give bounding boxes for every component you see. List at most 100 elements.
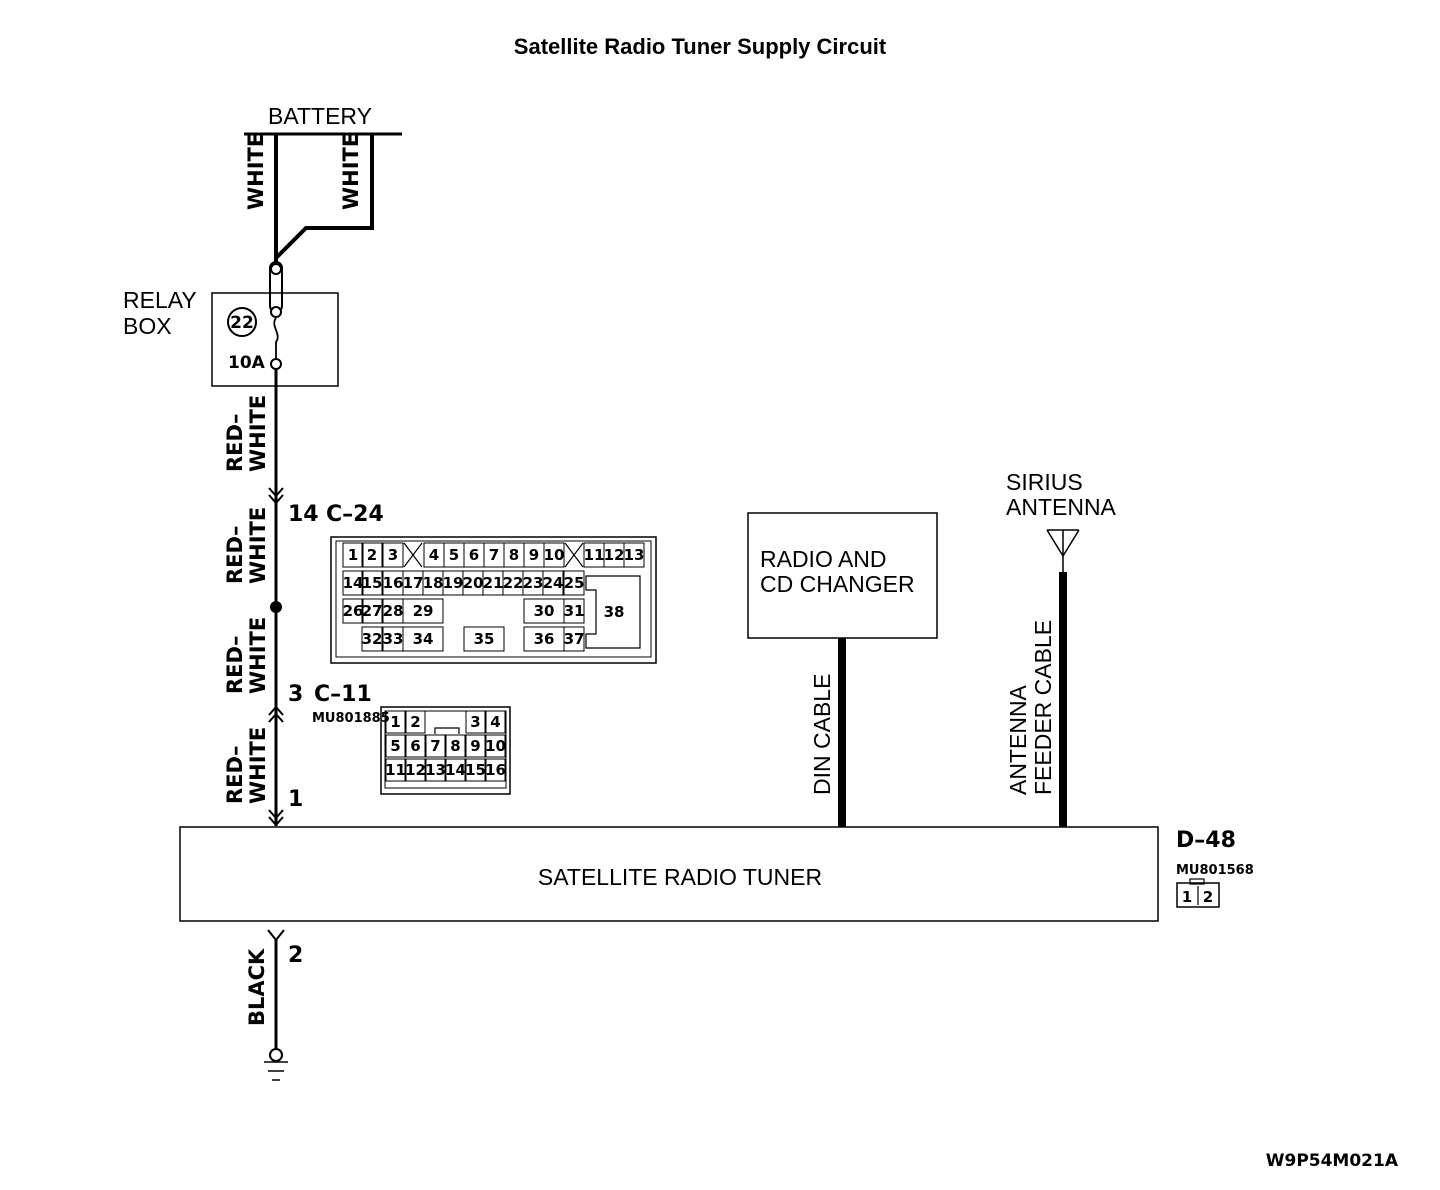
d48-connector-id: D–48 (1176, 828, 1236, 853)
fuse-terminal (270, 358, 282, 370)
c24-pin-21: 21 (483, 574, 504, 592)
antenna-label-line1: SIRIUS (1006, 469, 1083, 495)
c11-pin-1-cell (385, 710, 406, 734)
din-cable-label: DIN CABLE (809, 674, 835, 795)
c24-pin-13: 13 (624, 546, 645, 564)
c24-connector-id: C–24 (326, 502, 384, 527)
c24-pin-34-cell (402, 626, 444, 652)
antenna-icon (1046, 529, 1080, 572)
fuse-rating: 10A (228, 353, 266, 373)
c11-pin-12: 12 (405, 761, 426, 779)
c11-pin-7-cell (425, 734, 446, 758)
antenna-feeder-label-1: ANTENNA (1005, 684, 1031, 795)
diagram-title: Satellite Radio Tuner Supply Circuit (514, 34, 887, 59)
c24-pin-6: 6 (469, 546, 479, 564)
svg-text:RED–: RED– (223, 526, 247, 584)
c24-pin-32: 32 (362, 630, 383, 648)
wire-color-seg4: RED– WHITE (223, 727, 270, 804)
c24-pin-25: 25 (564, 574, 585, 592)
connector-symbol-c24-b (268, 494, 284, 505)
d48-pin-1: 1 (1182, 888, 1192, 906)
c24-pin-27-cell (361, 598, 383, 624)
c24-pin-17: 17 (403, 574, 424, 592)
c11-pin-14-cell (445, 758, 466, 782)
c24-pin-22: 22 (503, 574, 524, 592)
c24-pin-36: 36 (534, 630, 555, 648)
fuse-number-circle (227, 307, 257, 337)
c11-pin-15-cell (465, 758, 486, 782)
c24-pin-2-cell (361, 542, 383, 568)
c11-pin-4-cell (485, 710, 506, 734)
c11-connector-id: C–11 (314, 682, 372, 707)
c11-part-number: MU801885 (312, 711, 390, 726)
c11-pin-11-cell (385, 758, 406, 782)
c24-pin-26: 26 (343, 602, 364, 620)
svg-text:RED–: RED– (223, 414, 247, 472)
tuner-pin-2: 2 (288, 943, 303, 968)
c11-pin-1: 1 (390, 713, 400, 731)
c24-pin-7: 7 (489, 546, 499, 564)
c11-pin-5: 5 (390, 737, 400, 755)
c24-pin-26-cell (342, 598, 364, 624)
c11-pin-6-cell (405, 734, 426, 758)
c24-pin-18: 18 (423, 574, 444, 592)
splice-junction (270, 601, 282, 613)
wire-color-black: BLACK (245, 948, 269, 1026)
c11-pin-8-cell (445, 734, 466, 758)
c11-pin-15: 15 (465, 761, 486, 779)
c24-pin-3-cell (382, 542, 404, 568)
ground-symbol (264, 1048, 288, 1081)
radio-label-line2: CD CHANGER (760, 571, 915, 597)
svg-text:RED–: RED– (223, 746, 247, 804)
d48-part-number: MU801568 (1176, 863, 1254, 878)
c11-pin-11: 11 (385, 761, 406, 779)
connector-symbol-c24-a (268, 487, 284, 498)
c24-pin-31-cell (563, 598, 585, 624)
radio-label-line1: RADIO AND (760, 546, 887, 572)
c24-pin-10: 10 (544, 546, 565, 564)
c11-pin-2-cell (405, 710, 426, 734)
c11-pin-5-cell (385, 734, 406, 758)
c11-pin-13: 13 (425, 761, 446, 779)
c24-pin-2: 2 (367, 546, 377, 564)
c24-pin-24-cell (542, 570, 564, 596)
c11-pin-16: 16 (485, 761, 506, 779)
satellite-radio-tuner-label: SATELLITE RADIO TUNER (538, 864, 822, 890)
wire-color-seg3: RED– WHITE (223, 617, 270, 694)
c11-key (434, 727, 460, 734)
c24-pin-10-cell (543, 542, 565, 568)
c24-pin-3: 3 (388, 546, 398, 564)
antenna-feeder-label-2: FEEDER CABLE (1030, 620, 1056, 795)
wire-color-white-left: WHITE (244, 133, 268, 210)
c24-pin-11: 11 (584, 546, 605, 564)
c24-pin-27: 27 (362, 602, 383, 620)
c24-pin-5: 5 (449, 546, 459, 564)
c24-pin-9: 9 (529, 546, 539, 564)
c24-pin-4: 4 (429, 546, 439, 564)
figure-code: W9P54M021A (1266, 1151, 1399, 1171)
c24-pin-number: 14 (288, 502, 319, 527)
svg-text:WHITE: WHITE (246, 507, 270, 584)
c24-pin-13-cell (623, 542, 645, 568)
c24-pin-1-cell (342, 542, 364, 568)
antenna-label-line2: ANTENNA (1006, 494, 1117, 520)
d48-pin-2: 2 (1203, 888, 1213, 906)
fuse-symbol (273, 317, 279, 358)
c24-pin-29: 29 (413, 602, 434, 620)
c11-pin-2: 2 (410, 713, 420, 731)
relay-box-label-2: BOX (123, 313, 172, 339)
tuner-pin-1: 1 (288, 787, 303, 812)
c24-pin-28: 28 (383, 602, 404, 620)
c11-pin-10: 10 (485, 737, 506, 755)
c24-pin-16: 16 (383, 574, 404, 592)
c11-pin-16-cell (485, 758, 506, 782)
fuse-number: 22 (230, 313, 254, 333)
c11-pin-3-cell (465, 710, 486, 734)
c24-pin-32-cell (361, 626, 383, 652)
c11-pin-12-cell (405, 758, 426, 782)
d48-connector-face: 1 2 (1176, 878, 1220, 908)
